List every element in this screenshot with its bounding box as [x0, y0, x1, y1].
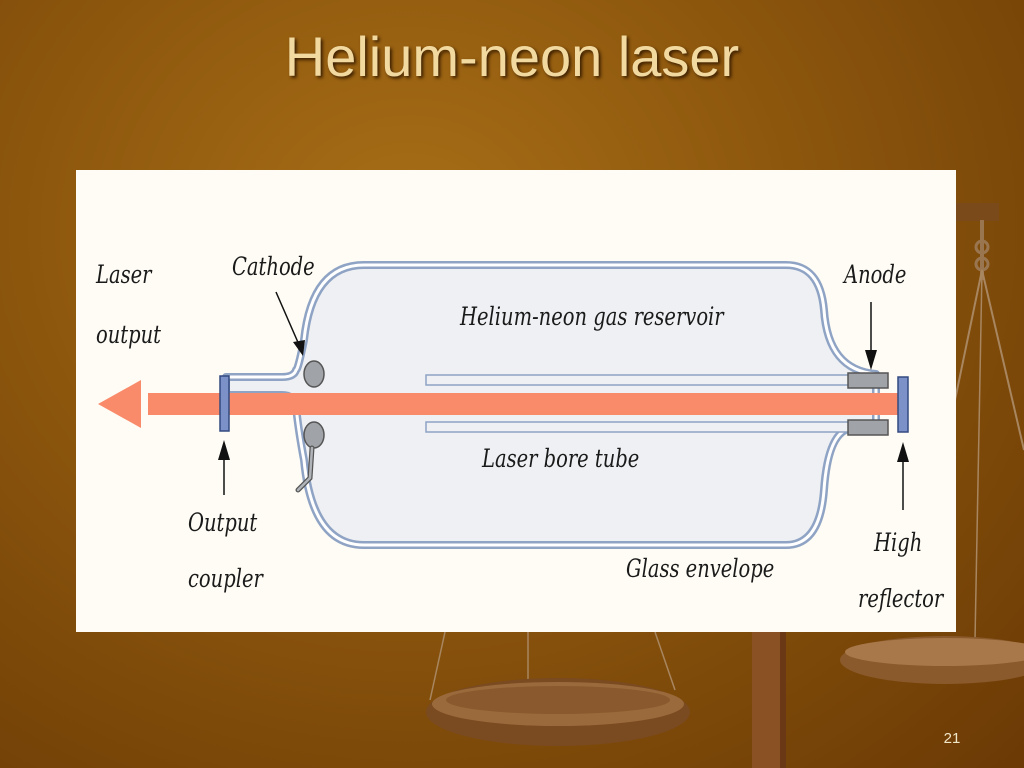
gas-reservoir-label: Helium-neon gas reservoir	[460, 302, 724, 331]
output-coupler-label-line1: Output	[188, 508, 258, 537]
cathode-lead-wire-core	[296, 446, 314, 492]
laser-output-arrow	[98, 380, 141, 428]
anode-electrode-bottom	[847, 419, 889, 436]
slide-title: Helium-neon laser	[284, 25, 740, 88]
high-reflector-mirror	[897, 376, 909, 433]
output-coupler-mirror	[219, 375, 230, 432]
cathode-electrode-bottom	[303, 421, 325, 449]
output-coupler-pointer-head	[218, 440, 230, 460]
anode-pointer-head	[865, 350, 877, 370]
laser-output-label-line1: Laser	[96, 260, 152, 289]
output-coupler-label-line2: coupler	[188, 564, 263, 593]
bore-tube-bottom-wall	[425, 421, 857, 433]
laser-diagram: Laser output Cathode Helium-neon gas res…	[76, 170, 956, 632]
cathode-electrode-top	[303, 360, 325, 388]
high-reflector-label-line2: reflector	[858, 584, 944, 613]
cathode-pointer-head	[293, 340, 305, 356]
anode-label: Anode	[844, 260, 907, 289]
high-reflector-pointer-head	[897, 442, 909, 462]
anode-electrode-top	[847, 372, 889, 389]
laser-diagram-drawing	[98, 261, 909, 549]
laser-beam	[148, 393, 900, 415]
bore-tube-label: Laser bore tube	[482, 444, 640, 473]
scale-beam-cap	[955, 203, 999, 221]
bore-tube-top-wall	[425, 374, 857, 386]
page-number: 21	[943, 730, 961, 747]
glass-envelope-label: Glass envelope	[626, 554, 775, 583]
cathode-pointer	[275, 291, 301, 348]
high-reflector-label-line1: High	[874, 528, 923, 557]
laser-output-label-line2: output	[96, 320, 162, 349]
cathode-label: Cathode	[232, 252, 315, 281]
